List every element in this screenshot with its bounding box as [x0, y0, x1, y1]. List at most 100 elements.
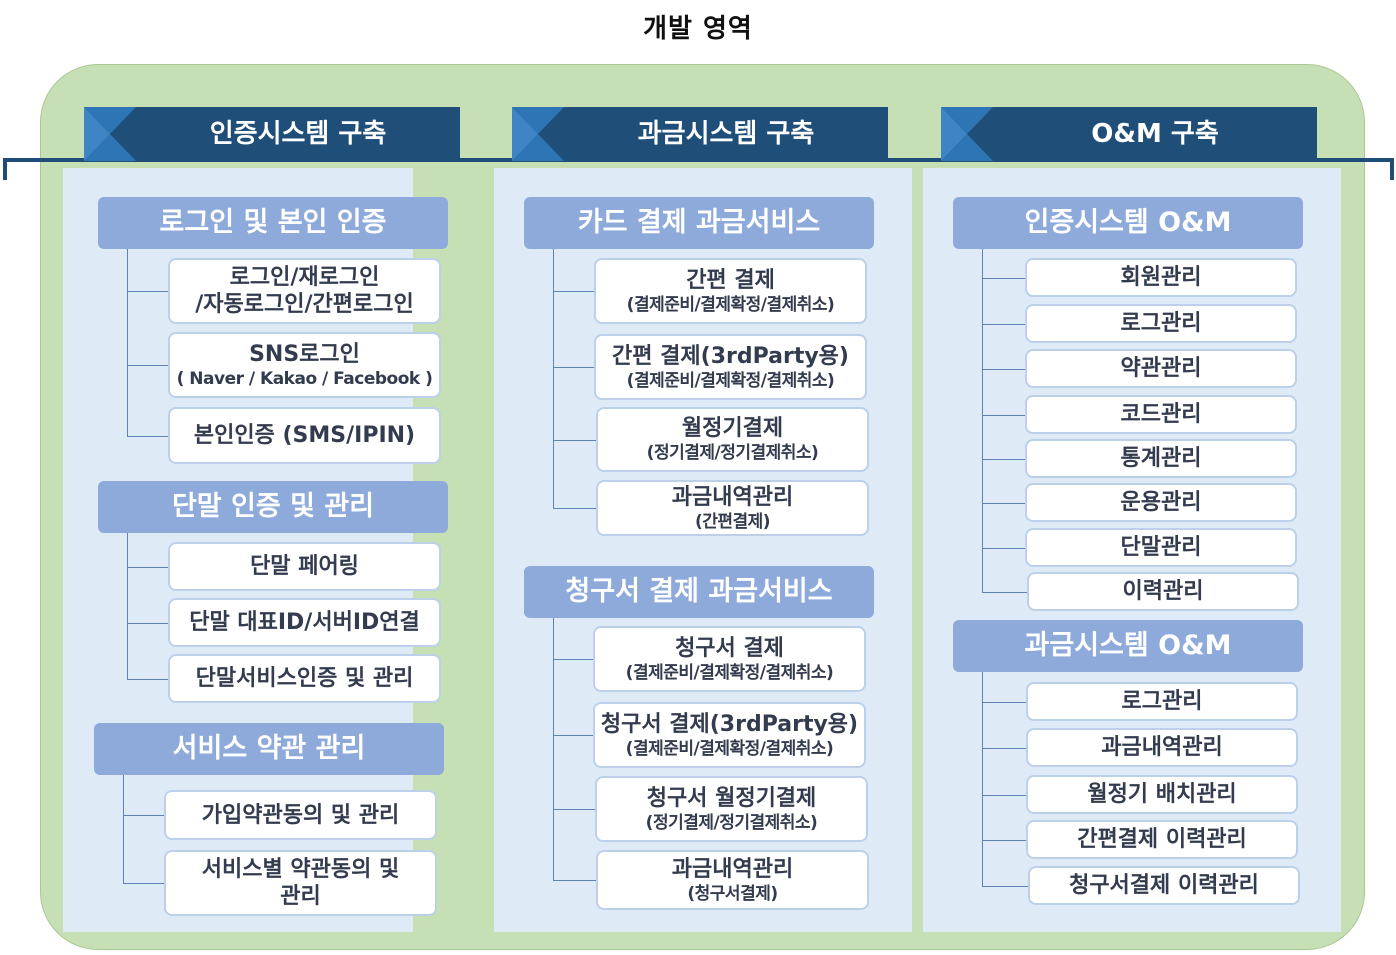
- feature-item-label: 로그인/재로그인: [229, 265, 380, 290]
- feature-item: 과금내역관리(청구서결제): [596, 850, 869, 910]
- tree-branch-line: [553, 735, 593, 736]
- feature-item-label: 단말 페어링: [250, 554, 359, 579]
- tree-branch-line: [127, 291, 168, 292]
- feature-item-label: 단말관리: [1120, 535, 1202, 560]
- header-arrow-icon: [941, 107, 993, 161]
- tree-branch-line: [553, 880, 596, 881]
- feature-item: 과금내역관리: [1026, 728, 1298, 767]
- tree-branch-line: [553, 508, 596, 509]
- feature-item: SNS로그인( Naver / Kakao / Facebook ): [168, 332, 441, 398]
- group-title: 로그인 및 본인 인증: [98, 197, 448, 249]
- tree-branch-line: [123, 815, 164, 816]
- tree-branch-line: [553, 291, 594, 292]
- group-title: 과금시스템 O&M: [953, 620, 1303, 672]
- feature-item-label: 월정기결제: [681, 416, 784, 441]
- feature-item-label: 가입약관동의 및 관리: [201, 802, 400, 828]
- feature-item-detail: (결제준비/결제확정/결제취소): [626, 294, 835, 315]
- group-title: 인증시스템 O&M: [953, 197, 1303, 249]
- tree-branch-line: [982, 415, 1025, 416]
- tree-branch-line: [982, 592, 1027, 593]
- feature-item-label: 이력관리: [1122, 579, 1204, 604]
- column-header: O&M 구축: [941, 107, 1317, 161]
- feature-item-label: SNS로그인: [249, 341, 360, 367]
- feature-item: 로그관리: [1025, 304, 1297, 343]
- feature-item: 간편결제 이력관리: [1026, 820, 1298, 859]
- group-title: 단말 인증 및 관리: [98, 481, 448, 533]
- tree-branch-line: [982, 503, 1025, 504]
- tree-branch-line: [982, 795, 1026, 796]
- feature-item-label: 과금내역관리: [1101, 735, 1223, 760]
- feature-item-label: 로그관리: [1121, 689, 1203, 714]
- feature-item-label: 월정기 배치관리: [1087, 782, 1237, 807]
- feature-item: 이력관리: [1027, 572, 1299, 611]
- tree-branch-line: [982, 840, 1026, 841]
- feature-item: 과금내역관리(간편결제): [596, 480, 869, 536]
- column-header-label: 인증시스템 구축: [209, 119, 387, 149]
- tree-branch-line: [127, 567, 168, 568]
- feature-item-label: 본인인증 (SMS/IPIN): [193, 423, 416, 448]
- feature-item: 로그관리: [1026, 682, 1298, 721]
- feature-item: 간편 결제(3rdParty용)(결제준비/결제확정/결제취소): [594, 334, 867, 400]
- column-header-label: 과금시스템 구축: [637, 119, 815, 149]
- tree-connector-line: [982, 672, 983, 886]
- tree-branch-line: [123, 883, 164, 884]
- feature-item-label-line2: 관리: [280, 884, 321, 909]
- feature-item: 통계관리: [1025, 439, 1297, 478]
- tree-branch-line: [127, 623, 168, 624]
- feature-item-label: 단말서비스인증 및 관리: [195, 666, 414, 691]
- feature-item-label: 과금내역관리: [671, 856, 794, 882]
- feature-item: 월정기 배치관리: [1026, 775, 1298, 814]
- feature-item: 청구서 월정기결제(정기결제/정기결제취소): [595, 776, 868, 842]
- column-header-label: O&M 구축: [1091, 119, 1219, 149]
- tree-branch-line: [553, 659, 593, 660]
- tree-branch-line: [982, 369, 1025, 370]
- column-header: 인증시스템 구축: [84, 107, 460, 161]
- tree-branch-line: [127, 679, 168, 680]
- feature-item: 회원관리: [1025, 258, 1297, 297]
- feature-item-label: 회원관리: [1120, 265, 1202, 290]
- tree-branch-line: [553, 809, 595, 810]
- column-header: 과금시스템 구축: [512, 107, 888, 161]
- feature-item-detail: (결제준비/결제확정/결제취소): [625, 738, 834, 759]
- tree-branch-line: [982, 278, 1025, 279]
- feature-item-detail: (정기결제/정기결제취소): [646, 443, 819, 463]
- tree-connector-line: [123, 775, 124, 883]
- feature-item-label: 운용관리: [1120, 490, 1202, 515]
- tree-branch-line: [982, 459, 1025, 460]
- tree-branch-line: [553, 440, 596, 441]
- feature-item: 청구서결제 이력관리: [1028, 866, 1300, 905]
- feature-item-label: 간편 결제(3rdParty용): [612, 343, 849, 369]
- group-title: 청구서 결제 과금서비스: [524, 566, 874, 618]
- feature-item: 단말 페어링: [168, 542, 441, 591]
- feature-item-label: 청구서 결제: [675, 635, 784, 661]
- feature-item-detail: (결제준비/결제확정/결제취소): [626, 370, 835, 391]
- feature-item: 월정기결제(정기결제/정기결제취소): [596, 407, 869, 472]
- feature-item-detail: (청구서결제): [687, 883, 778, 904]
- feature-item: 가입약관동의 및 관리: [164, 790, 437, 840]
- tree-branch-line: [982, 886, 1028, 887]
- tree-branch-line: [982, 702, 1026, 703]
- header-arrow-icon: [84, 107, 136, 161]
- feature-item: 코드관리: [1025, 395, 1297, 434]
- group-title: 카드 결제 과금서비스: [524, 197, 874, 249]
- tree-branch-line: [982, 748, 1026, 749]
- feature-item: 약관관리: [1025, 349, 1297, 388]
- feature-item-label: 서비스별 약관동의 및: [201, 857, 400, 882]
- tree-branch-line: [127, 365, 168, 366]
- tree-branch-line: [982, 324, 1025, 325]
- feature-item: 본인인증 (SMS/IPIN): [168, 407, 441, 464]
- feature-item-label: 과금내역관리: [671, 484, 794, 510]
- feature-item: 단말서비스인증 및 관리: [168, 654, 441, 703]
- feature-item-detail: ( Naver / Kakao / Facebook ): [176, 368, 433, 389]
- tree-branch-line: [553, 367, 594, 368]
- tree-connector-line: [127, 533, 128, 679]
- feature-item-label: 청구서 결제(3rdParty용): [600, 711, 859, 737]
- feature-item-label: 간편결제 이력관리: [1077, 827, 1247, 852]
- feature-item-label: 로그관리: [1120, 311, 1202, 336]
- page-title: 개발 영역: [643, 14, 753, 44]
- tree-connector-line: [553, 618, 554, 880]
- feature-item-detail: (간편결제): [694, 511, 771, 532]
- feature-item-label-line2: /자동로그인/간편로그인: [195, 292, 414, 317]
- feature-item-label: 코드관리: [1120, 402, 1202, 427]
